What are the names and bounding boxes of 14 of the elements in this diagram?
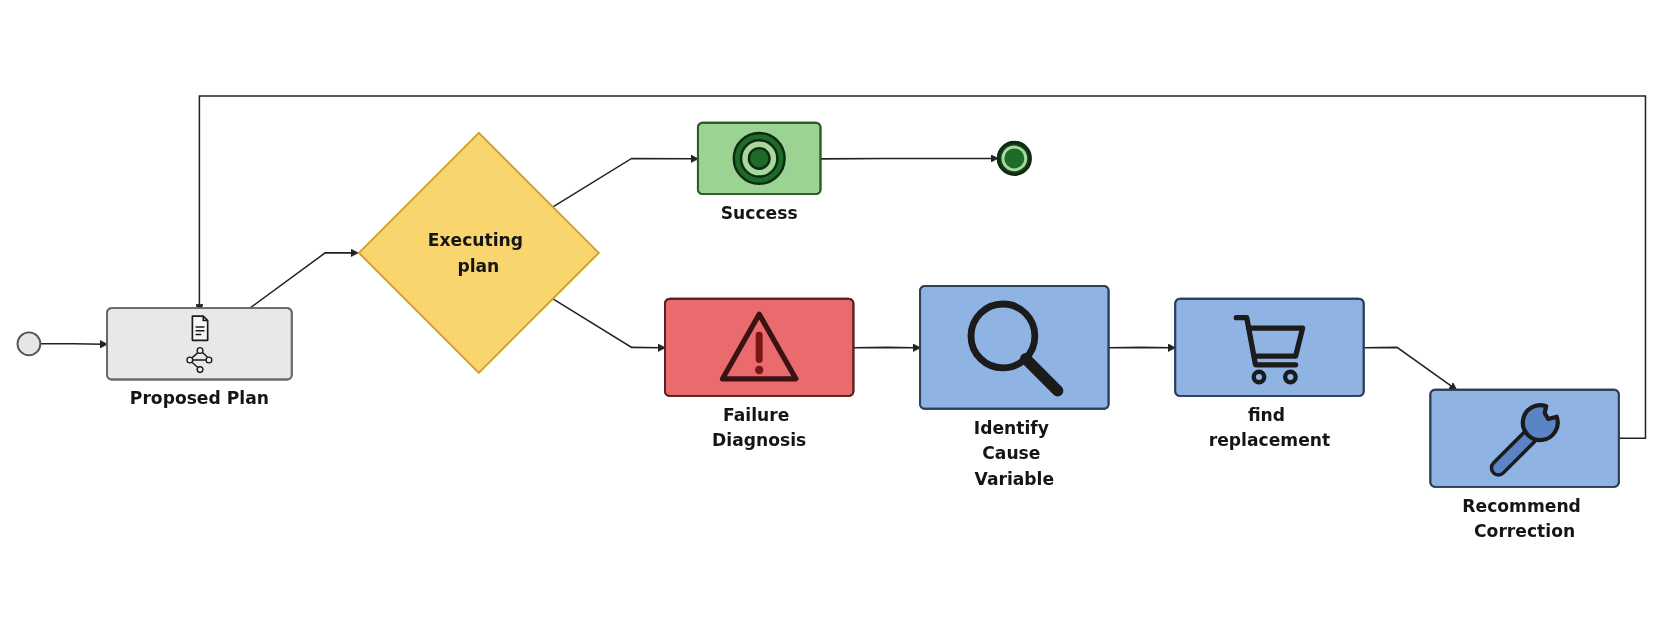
node-label: Proposed Plan: [129, 388, 269, 409]
node-circle: [996, 140, 1032, 176]
node-label: find replacement: [1208, 404, 1331, 451]
arrow: [853, 343, 921, 352]
node-label: Recommend Correction: [1462, 495, 1581, 542]
arrow: [820, 154, 999, 163]
arrow: [195, 95, 1647, 440]
node-label: Identify Cause Variable: [973, 417, 1055, 489]
node-circle: [16, 331, 42, 357]
arrow: [1363, 346, 1458, 391]
node-label: Failure Diagnosis: [712, 404, 807, 451]
node-diamond: Executing plan: [357, 131, 601, 375]
node-label: Success: [720, 202, 798, 223]
arrow: [248, 248, 359, 310]
